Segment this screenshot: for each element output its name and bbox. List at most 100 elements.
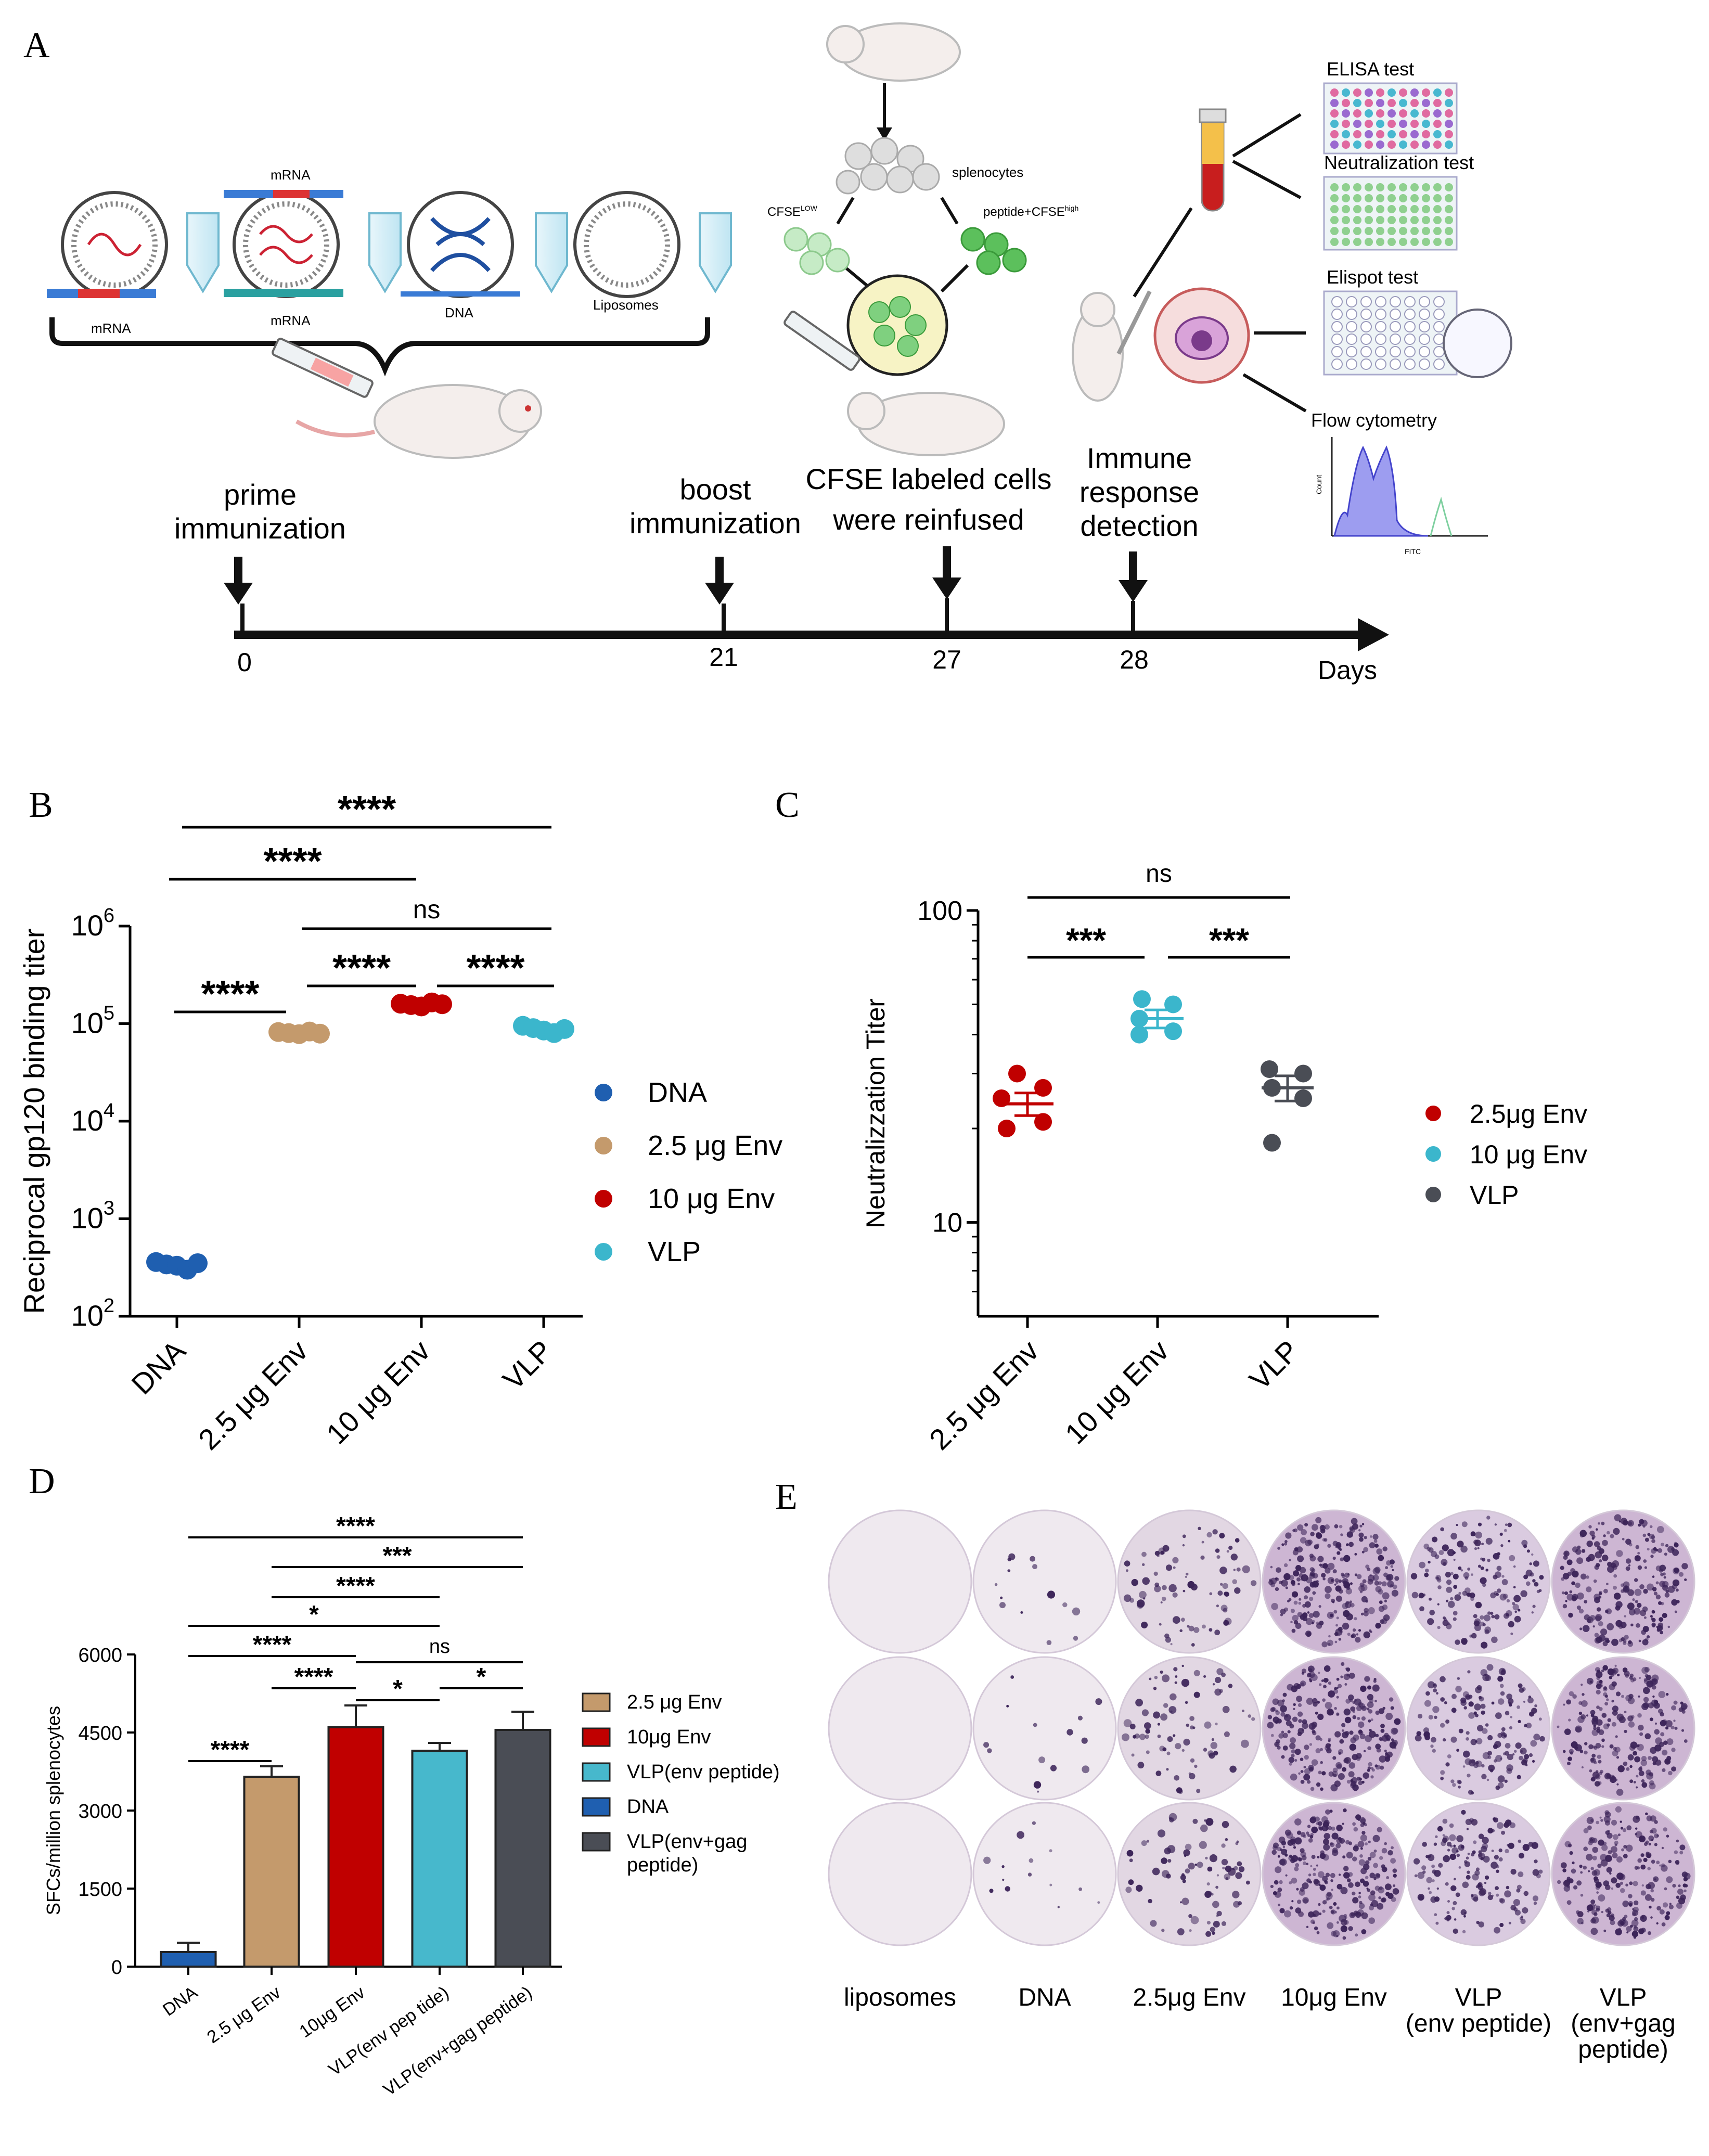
elispot-spot — [1318, 1912, 1322, 1916]
elispot-spot — [999, 1602, 1006, 1609]
elispot-spot — [1224, 1592, 1228, 1596]
elispot-spot — [1498, 1848, 1502, 1853]
elispot-spot — [1478, 1833, 1484, 1839]
elispot-spot — [1290, 1737, 1296, 1743]
elispot-spot — [1505, 1849, 1509, 1854]
elispot-spot — [1313, 1872, 1316, 1876]
data-point-c — [1261, 1060, 1278, 1078]
elispot-spot — [1292, 1716, 1298, 1722]
elispot-spot — [1620, 1827, 1624, 1830]
day-21: 21 — [709, 643, 738, 672]
elispot-spot — [1418, 1593, 1424, 1599]
elispot-spot — [1002, 1879, 1005, 1881]
elispot-spot — [1499, 1532, 1503, 1536]
elispot-spot — [1178, 1789, 1183, 1794]
elispot-spot — [1050, 1765, 1057, 1772]
elispot-spot — [1289, 1906, 1293, 1910]
elispot-spot — [1638, 1767, 1643, 1772]
elispot-spot — [1605, 1884, 1611, 1890]
elispot-spot — [1223, 1620, 1229, 1626]
elispot-spot — [1167, 1736, 1173, 1742]
elispot-spot — [1606, 1639, 1610, 1644]
elispot-spot — [1278, 1837, 1286, 1843]
elispot-column-label: DNA — [1018, 1984, 1071, 2011]
elispot-spot — [1497, 1775, 1505, 1783]
elispot-spot — [1275, 1709, 1278, 1712]
elispot-spot — [1307, 1825, 1311, 1828]
elispot-spot — [1328, 1635, 1331, 1638]
elispot-spot — [1497, 1588, 1501, 1593]
grouping-brace — [49, 317, 710, 377]
elispot-spot — [1651, 1828, 1657, 1834]
elispot-spot — [1623, 1641, 1627, 1645]
elispot-spot — [1456, 1749, 1460, 1752]
elispot-spot — [1139, 1590, 1147, 1599]
elispot-spot — [1638, 1523, 1641, 1527]
elispot-spot — [1637, 1713, 1642, 1718]
elispot-spot — [1625, 1695, 1632, 1702]
elispot-spot — [1485, 1569, 1488, 1572]
elispot-spot — [1514, 1909, 1521, 1916]
elispot-spot — [1481, 1543, 1484, 1545]
elispot-spot — [1386, 1560, 1392, 1566]
elispot-spot — [1480, 1577, 1487, 1584]
event-immune-line3: detection — [1080, 509, 1198, 542]
elispot-spot — [1062, 1602, 1068, 1608]
legend-label-d: 10μg Env — [627, 1726, 711, 1748]
elispot-spot — [1322, 1577, 1326, 1581]
elispot-spot — [1097, 1901, 1100, 1904]
elispot-spot — [1458, 1592, 1461, 1595]
elispot-spot — [1310, 1787, 1315, 1791]
elispot-spot — [1332, 1756, 1337, 1760]
elispot-spot — [1606, 1867, 1612, 1873]
elispot-spot — [1373, 1849, 1377, 1853]
elispot-spot — [1569, 1590, 1573, 1594]
elispot-spot — [1371, 1768, 1375, 1772]
elispot-spot — [1566, 1559, 1573, 1565]
elispot-spot — [1170, 1643, 1173, 1646]
elispot-spot — [1343, 1582, 1351, 1589]
elispot-spot — [1128, 1879, 1134, 1885]
elispot-spot — [1658, 1691, 1666, 1698]
elispot-spot — [1210, 1742, 1218, 1749]
elispot-spot — [1283, 1573, 1291, 1581]
elispot-spot — [1612, 1705, 1618, 1712]
elispot-spot — [1457, 1677, 1460, 1680]
elispot-spot — [1166, 1873, 1171, 1879]
elispot-spot — [1462, 1881, 1469, 1889]
elispot-spot — [1082, 1765, 1090, 1774]
elispot-spot — [1291, 1749, 1296, 1754]
elispot-spot — [1077, 1715, 1083, 1721]
elispot-spot — [1216, 1605, 1219, 1608]
data-point-b — [188, 1253, 208, 1273]
elispot-spot — [1215, 1677, 1222, 1684]
elispot-spot — [1650, 1555, 1654, 1558]
elispot-spot — [1637, 1565, 1642, 1570]
significance-label-d: **** — [336, 1572, 375, 1600]
elispot-spot — [1477, 1882, 1483, 1887]
elispot-spot — [1568, 1718, 1571, 1722]
elispot-spot — [1382, 1592, 1390, 1600]
elispot-spot — [1341, 1723, 1346, 1727]
y-tick-label-b: 103 — [71, 1198, 114, 1235]
elispot-spot — [1294, 1837, 1302, 1845]
elispot-spot — [1386, 1876, 1390, 1879]
elispot-spot — [1594, 1594, 1600, 1600]
elispot-spot — [1633, 1936, 1637, 1939]
elispot-spot — [1337, 1921, 1339, 1924]
elispot-spot — [1185, 1572, 1189, 1576]
elispot-spot — [1651, 1685, 1656, 1690]
elispot-spot — [1157, 1723, 1160, 1726]
elispot-spot — [1666, 1876, 1673, 1883]
elispot-spot — [1486, 1778, 1489, 1781]
elispot-spot — [1528, 1841, 1534, 1847]
elispot-spot — [1481, 1845, 1487, 1853]
elispot-spot — [1453, 1559, 1456, 1561]
elispot-spot — [1274, 1880, 1279, 1885]
recipient-mouse-icon — [783, 311, 1005, 456]
elispot-spot — [1334, 1687, 1337, 1690]
elispot-spot — [1487, 1828, 1494, 1834]
elispot-spot — [1663, 1740, 1668, 1745]
elispot-spot — [1345, 1699, 1351, 1704]
elispot-spot — [1316, 1533, 1322, 1539]
